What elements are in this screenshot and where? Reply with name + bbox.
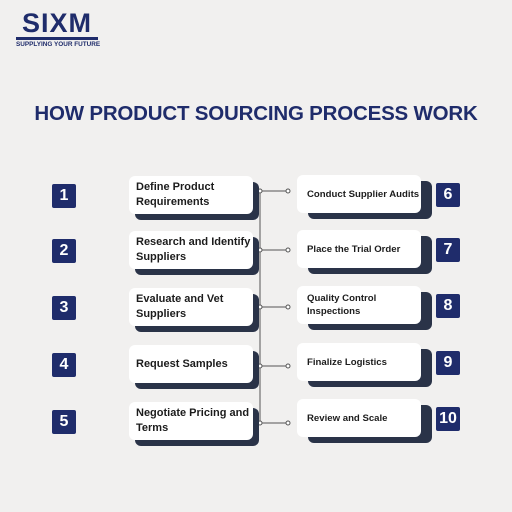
step-number: 7 [436, 238, 460, 262]
step-label: Place the Trial Order [307, 243, 401, 255]
step-label: Negotiate Pricing and Terms [136, 407, 250, 434]
logo-tagline: SUPPLYING YOUR FUTURE [16, 41, 101, 48]
step-card: Place the Trial Order [297, 230, 421, 268]
step-label: Review and Scale [307, 412, 388, 424]
step-number: 1 [52, 184, 76, 208]
logo-wordmark: SIXM [21, 8, 92, 38]
step-card: Evaluate and Vet Suppliers [129, 288, 253, 326]
logo-underline [16, 37, 98, 40]
step-label: Finalize Logistics [307, 356, 387, 368]
step-card: Define Product Requirements [129, 176, 253, 214]
step-number: 6 [436, 183, 460, 207]
step-label: Request Samples [136, 357, 228, 370]
page-title: HOW PRODUCT SOURCING PROCESS WORK [34, 102, 478, 125]
step-number: 3 [52, 296, 76, 320]
step-label: Research and Identify Suppliers [136, 236, 251, 263]
step-card: Research and Identify Suppliers [129, 231, 253, 269]
step-number: 2 [52, 239, 76, 263]
step-card: Negotiate Pricing and Terms [129, 402, 253, 440]
step-card: Conduct Supplier Audits [297, 175, 421, 213]
step-number: 9 [436, 351, 460, 375]
step-number: 5 [52, 410, 76, 434]
step-card: Quality Control Inspections [297, 286, 421, 324]
step-card: Finalize Logistics [297, 343, 421, 381]
step-card: Request Samples [129, 345, 253, 383]
step-label: Quality Control Inspections [307, 293, 377, 317]
sixm-logo: SIXM SUPPLYING YOUR FUTURE [16, 8, 102, 48]
step-label: Evaluate and Vet Suppliers [136, 293, 224, 320]
step-number: 8 [436, 294, 460, 318]
step-card: Review and Scale [297, 399, 421, 437]
step-label: Conduct Supplier Audits [307, 188, 420, 200]
step-number: 4 [52, 353, 76, 377]
step-number: 10 [436, 407, 460, 431]
step-label: Define Product Requirements [136, 181, 215, 208]
